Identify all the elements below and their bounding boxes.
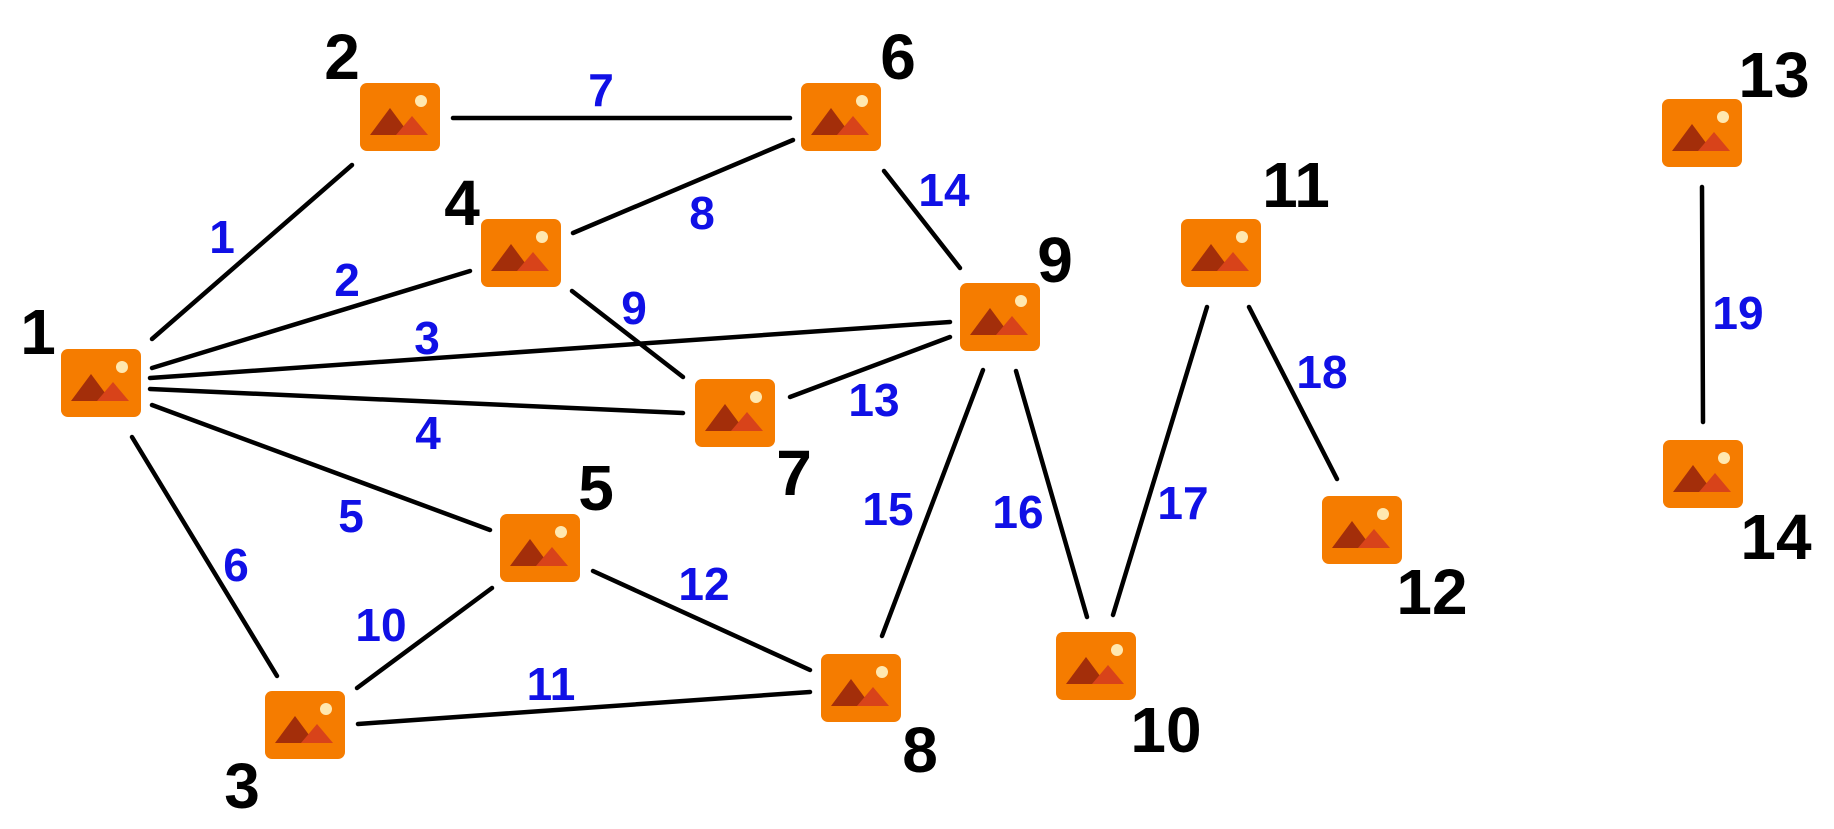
node-9-image-placeholder-icon bbox=[960, 283, 1040, 351]
node-label-10: 10 bbox=[1130, 694, 1201, 766]
edge-label-19: 19 bbox=[1712, 287, 1763, 339]
node-10-image-placeholder-icon bbox=[1056, 632, 1136, 700]
edge-label-18: 18 bbox=[1296, 346, 1347, 398]
edge-label-15: 15 bbox=[862, 483, 913, 535]
edge-1-7 bbox=[147, 386, 686, 416]
node-label-2: 2 bbox=[324, 21, 360, 93]
edge-11-10 bbox=[1110, 304, 1210, 618]
node-1-image-placeholder-icon bbox=[61, 349, 141, 417]
edge-3-5 bbox=[354, 585, 495, 691]
edge-label-7: 7 bbox=[588, 64, 614, 116]
node-label-3: 3 bbox=[224, 750, 260, 822]
edge-label-11: 11 bbox=[527, 658, 576, 710]
edge-label-1: 1 bbox=[209, 211, 235, 263]
edge-label-9: 9 bbox=[621, 282, 647, 334]
node-label-9: 9 bbox=[1037, 224, 1073, 296]
edge-label-8: 8 bbox=[689, 187, 715, 239]
edge-label-12: 12 bbox=[678, 558, 729, 610]
node-label-13: 13 bbox=[1738, 39, 1809, 111]
node-label-4: 4 bbox=[444, 167, 480, 239]
edge-1-3 bbox=[129, 434, 280, 679]
node-12-image-placeholder-icon bbox=[1322, 496, 1402, 564]
node-13-image-placeholder-icon bbox=[1662, 99, 1742, 167]
edge-3-8 bbox=[355, 689, 813, 727]
edge-11-12 bbox=[1246, 304, 1340, 482]
edge-7-9 bbox=[787, 334, 953, 400]
edge-1-9 bbox=[147, 319, 953, 381]
edge-label-13: 13 bbox=[848, 374, 899, 426]
node-7-image-placeholder-icon bbox=[695, 379, 775, 447]
edge-9-10 bbox=[1013, 368, 1090, 620]
node-11-image-placeholder-icon bbox=[1181, 219, 1261, 287]
node-label-14: 14 bbox=[1740, 501, 1812, 573]
node-label-5: 5 bbox=[578, 452, 614, 524]
edge-1-2 bbox=[149, 162, 355, 342]
node-14-image-placeholder-icon bbox=[1663, 440, 1743, 508]
edge-label-4: 4 bbox=[415, 407, 441, 459]
node-8-image-placeholder-icon bbox=[821, 654, 901, 722]
edges-layer bbox=[129, 115, 1706, 727]
node-label-12: 12 bbox=[1396, 556, 1467, 628]
node-label-7: 7 bbox=[776, 437, 812, 509]
node-label-1: 1 bbox=[20, 296, 56, 368]
edge-6-9 bbox=[881, 168, 963, 271]
node-label-6: 6 bbox=[880, 21, 916, 93]
edge-label-2: 2 bbox=[334, 254, 360, 306]
node-2-image-placeholder-icon bbox=[360, 83, 440, 151]
node-label-8: 8 bbox=[902, 714, 938, 786]
edge-label-17: 17 bbox=[1157, 477, 1208, 529]
edge-label-16: 16 bbox=[992, 486, 1043, 538]
edge-label-14: 14 bbox=[918, 164, 970, 216]
edge-5-8 bbox=[590, 568, 813, 673]
nodes-layer bbox=[61, 83, 1743, 759]
edge-13-14 bbox=[1699, 184, 1706, 425]
edge-label-6: 6 bbox=[223, 539, 249, 591]
edge-label-3: 3 bbox=[414, 312, 440, 364]
node-6-image-placeholder-icon bbox=[801, 83, 881, 151]
edge-9-8 bbox=[879, 367, 986, 639]
node-3-image-placeholder-icon bbox=[265, 691, 345, 759]
edge-label-5: 5 bbox=[338, 490, 364, 542]
node-label-11: 11 bbox=[1262, 149, 1330, 221]
node-4-image-placeholder-icon bbox=[481, 219, 561, 287]
edge-1-4 bbox=[149, 268, 473, 371]
edge-1-5 bbox=[149, 402, 493, 533]
node-5-image-placeholder-icon bbox=[500, 514, 580, 582]
edge-4-7 bbox=[569, 288, 686, 380]
edge-label-10: 10 bbox=[355, 599, 406, 651]
edge-4-6 bbox=[570, 137, 796, 236]
